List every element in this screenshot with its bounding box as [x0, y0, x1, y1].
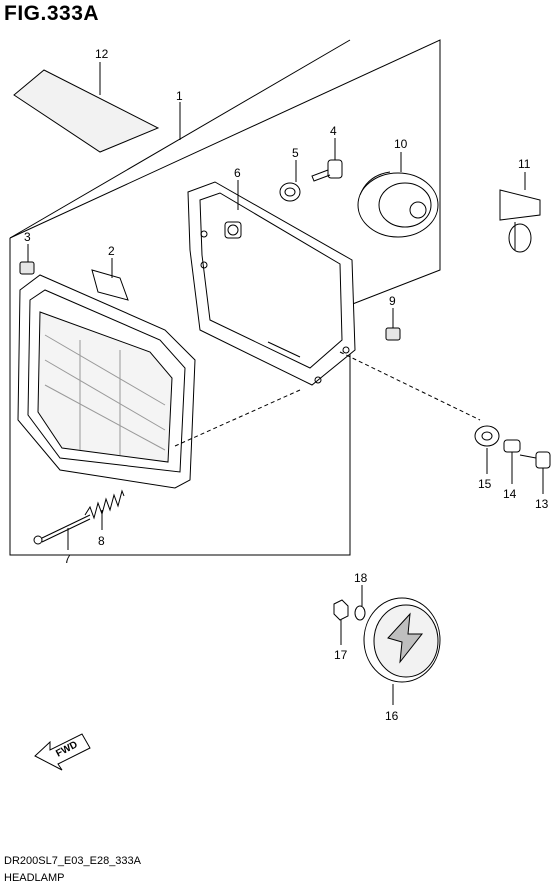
- callout-16: 16: [385, 709, 399, 723]
- callout-6: 6: [234, 166, 241, 180]
- callout-17: 17: [334, 648, 348, 662]
- headlamp-unit: [17, 269, 196, 489]
- callout-5: 5: [292, 146, 299, 160]
- callout-12: 12: [95, 47, 109, 61]
- dash-line: [339, 351, 481, 421]
- callout-8: 8: [98, 534, 105, 548]
- label-sticker: [13, 69, 160, 153]
- clip-nut-right: [385, 327, 401, 341]
- round-lamp: [363, 597, 441, 683]
- callout-11: 11: [518, 157, 531, 171]
- callout-15: 15: [478, 477, 492, 491]
- assembly-boundary: [9, 39, 441, 556]
- callout-2: 2: [108, 244, 115, 258]
- headlamp-bracket: [187, 181, 356, 386]
- callout-3: 3: [24, 230, 31, 244]
- callout-14: 14: [503, 487, 517, 501]
- nut: [333, 599, 349, 621]
- headlamp-bulb: [499, 189, 541, 253]
- socket-cover: [357, 171, 439, 238]
- callout-10: 10: [394, 137, 408, 151]
- grommet: [279, 182, 301, 202]
- callout-7: 7: [64, 552, 71, 566]
- dash-line: [174, 389, 301, 447]
- figure-title: FIG.333A: [4, 2, 100, 25]
- spring: [84, 489, 125, 520]
- screw: [311, 159, 343, 182]
- callout-1: 1: [176, 89, 183, 103]
- clip-nut: [19, 261, 35, 275]
- bolt-right: [519, 451, 551, 469]
- callout-9: 9: [389, 294, 396, 308]
- adjust-bolt: [33, 514, 91, 545]
- callout-18: 18: [354, 571, 368, 585]
- collar: [503, 439, 521, 453]
- fwd-arrow-icon: FWD: [34, 733, 91, 771]
- figure-name: HEADLAMP: [4, 872, 65, 884]
- callout-4: 4: [330, 124, 337, 138]
- figure-code: DR200SL7_E03_E28_333A: [4, 855, 142, 867]
- callout-13: 13: [535, 497, 549, 511]
- grommet-right: [474, 425, 500, 447]
- washer: [354, 605, 366, 621]
